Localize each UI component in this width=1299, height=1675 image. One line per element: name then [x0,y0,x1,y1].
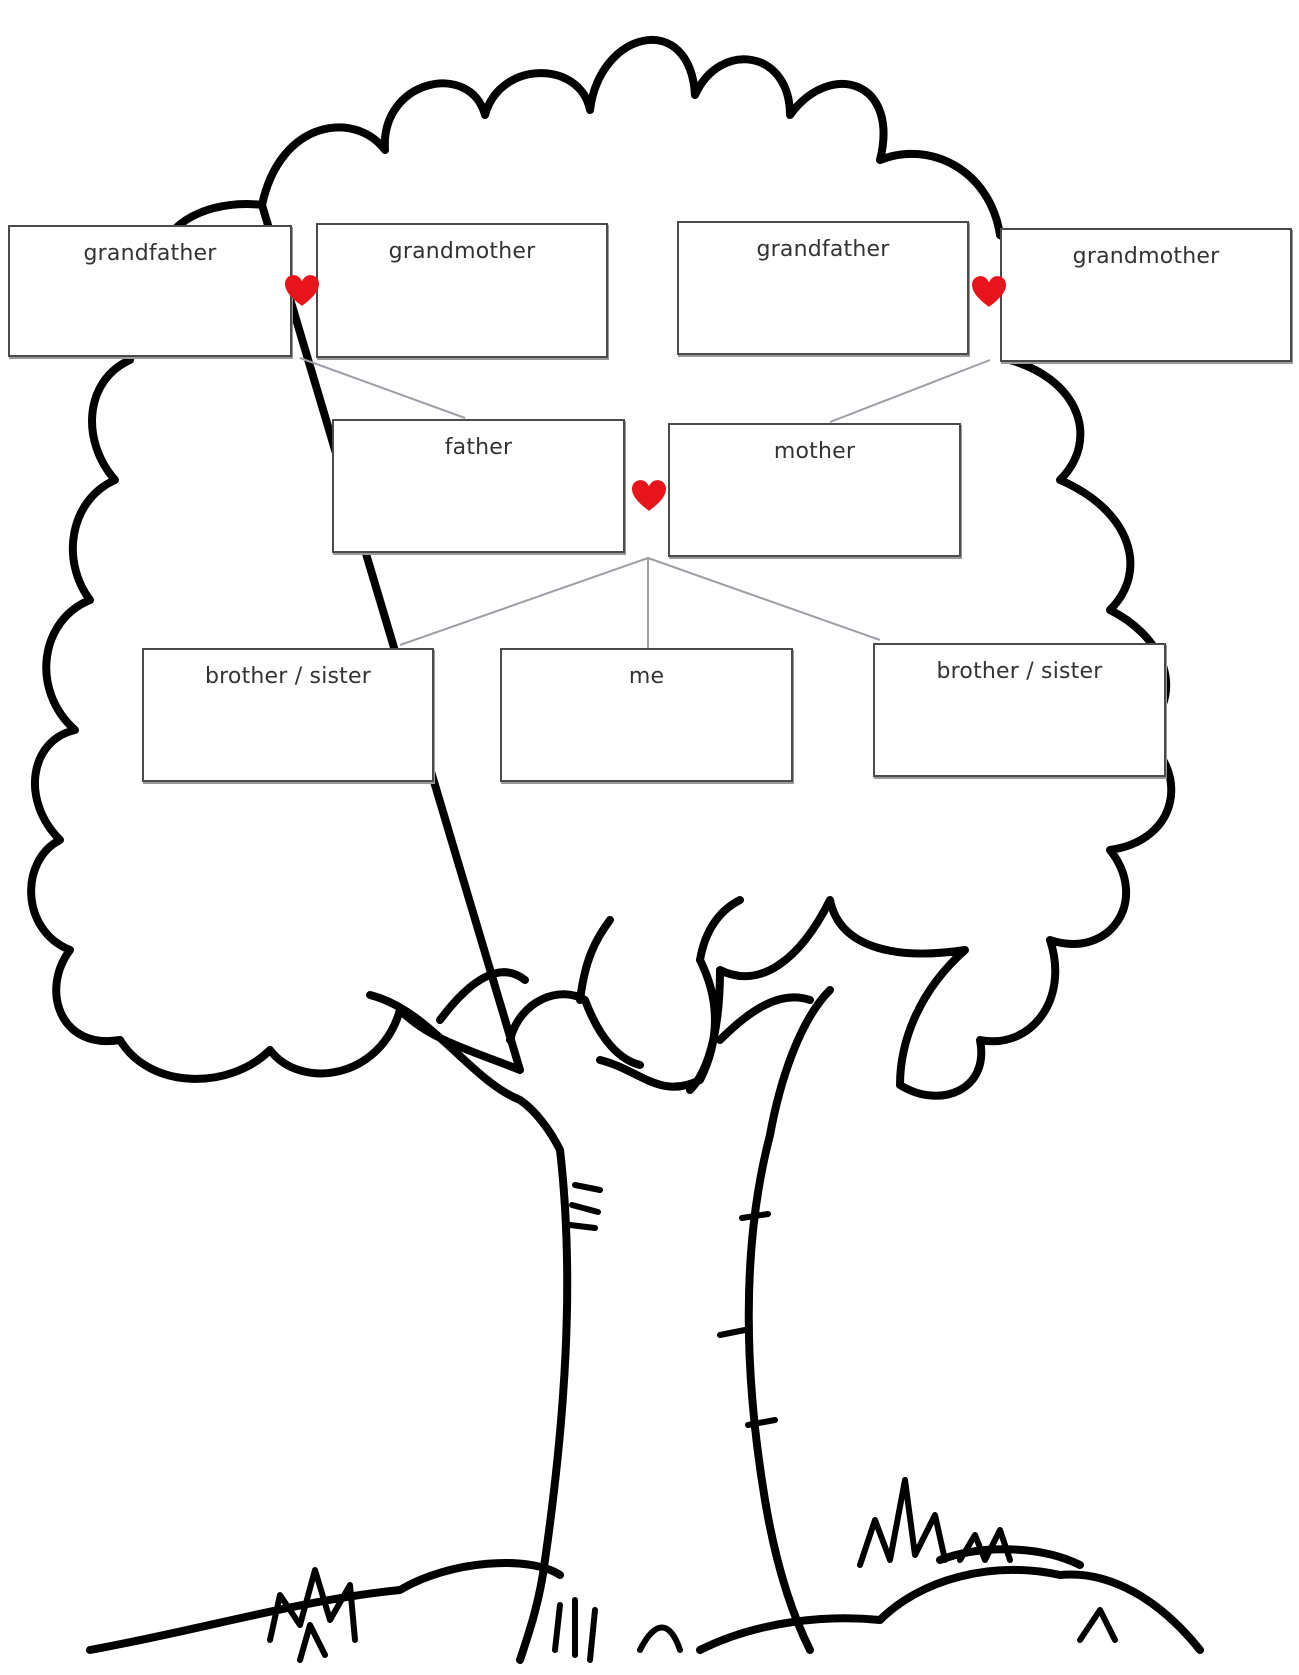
sibling-right-box[interactable]: brother / sister [873,643,1166,777]
sibling-left-label: brother / sister [205,664,371,689]
heart-icon [632,480,666,511]
sibling-left-box[interactable]: brother / sister [142,648,434,782]
connector-parents-to-sibling-left [399,557,649,646]
mother-label: mother [773,439,856,464]
mother-box[interactable]: mother [668,423,961,557]
heart-icon [972,276,1006,307]
sibling-right-label: brother / sister [936,659,1103,684]
heart-icon [285,275,319,306]
father-box[interactable]: father [332,419,625,553]
tree-bark-marks [567,1182,778,1428]
grass-tufts [267,1477,1118,1663]
grandmother-left-label: grandmother [388,239,536,264]
grandmother-right-label: grandmother [1072,244,1220,269]
tree-trunk-left [516,1146,572,1664]
me-box[interactable]: me [500,648,793,782]
connector-gp-right-to-mother [829,359,991,423]
tree-trunk-right [744,1131,814,1654]
tree-branches [366,896,834,1154]
connector-gp-left-to-father [299,357,466,419]
grandfather-left-box[interactable]: grandfather [8,225,292,357]
grandmother-right-box[interactable]: grandmother [1000,228,1292,362]
connector-parents-to-sibling-right [647,557,881,641]
me-label: me [628,664,665,689]
father-label: father [444,435,513,460]
ground [86,1545,1204,1654]
grandfather-left-label: grandfather [83,241,217,266]
grandfather-right-box[interactable]: grandfather [677,221,969,355]
grandmother-left-box[interactable]: grandmother [316,223,608,358]
grandfather-right-label: grandfather [756,237,890,262]
